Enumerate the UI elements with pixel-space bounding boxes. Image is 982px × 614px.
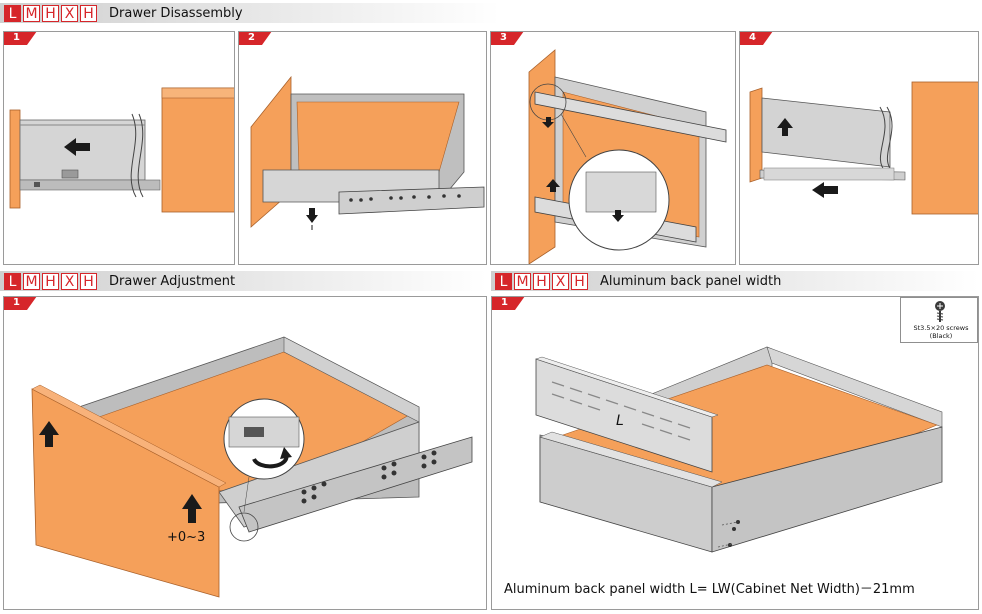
- logo-letter: L: [4, 272, 21, 290]
- step-4-illustration: [749, 81, 978, 215]
- step-2-illustration: [250, 75, 485, 230]
- step-badge: 1: [4, 32, 37, 45]
- back-panel-formula: Aluminum back panel width L= LW(Cabinet …: [504, 582, 915, 597]
- logo-letter: X: [61, 4, 78, 22]
- section-header-disassembly: L M H X H Drawer Disassembly: [0, 3, 500, 23]
- logo-letter: M: [23, 272, 40, 290]
- step-badge: 1: [492, 297, 525, 310]
- adjustment-illustration: +0~3: [31, 336, 473, 598]
- logo-letter: X: [552, 272, 569, 290]
- screw-spec-label: St3.5×20 screws: [913, 324, 969, 332]
- logo-letter: M: [514, 272, 531, 290]
- arrow-up-icon: [777, 118, 793, 136]
- back-panel-illustration: L: [535, 346, 943, 553]
- brand-logo: L M H X H: [495, 272, 590, 290]
- section-header-back-panel: L M H X H Aluminum back panel width: [491, 271, 979, 291]
- logo-letter: H: [80, 4, 97, 22]
- brand-logo: L M H X H: [4, 272, 99, 290]
- header-gradient-bar: [0, 271, 487, 291]
- step-badge: 2: [239, 32, 272, 45]
- screw-color-label: (Black): [929, 332, 953, 340]
- logo-letter: M: [23, 4, 40, 22]
- logo-letter: H: [42, 4, 59, 22]
- arrow-up-icon: [546, 179, 560, 192]
- rotate-icon: [252, 447, 292, 469]
- step-badge: 4: [740, 32, 773, 45]
- arrow-down-icon: [306, 208, 318, 223]
- logo-letter: X: [61, 272, 78, 290]
- arrow-left-icon: [64, 138, 90, 156]
- arrow-up-icon: [39, 421, 202, 523]
- section-title: Drawer Adjustment: [109, 273, 236, 289]
- logo-letter: L: [4, 4, 21, 22]
- arrow-left-icon: [812, 182, 838, 198]
- screw-icon: [935, 301, 945, 322]
- logo-letter: H: [42, 272, 59, 290]
- header-gradient-bar: [0, 3, 500, 23]
- step-3-illustration: [528, 49, 727, 264]
- back-panel-step-1-panel: 1 St3.5×20 screws (Black): [491, 296, 979, 610]
- step-1-illustration: [9, 87, 234, 213]
- step-badge: 1: [4, 297, 37, 310]
- panel-length-label: L: [616, 413, 624, 429]
- step-badge: 3: [491, 32, 524, 45]
- logo-letter: L: [495, 272, 512, 290]
- arrow-down-icon: [542, 117, 624, 222]
- adjustment-range-label: +0~3: [167, 530, 205, 545]
- logo-letter: H: [571, 272, 588, 290]
- header-gradient-bar: [491, 271, 979, 291]
- disassembly-step-2-panel: 2: [238, 31, 487, 265]
- logo-letter: H: [80, 272, 97, 290]
- brand-logo: L M H X H: [4, 4, 99, 22]
- disassembly-step-4-panel: 4: [739, 31, 979, 265]
- disassembly-step-3-panel: 3: [490, 31, 736, 265]
- section-header-adjustment: L M H X H Drawer Adjustment: [0, 271, 487, 291]
- section-title: Aluminum back panel width: [600, 273, 782, 289]
- logo-letter: H: [533, 272, 550, 290]
- section-title: Drawer Disassembly: [109, 5, 243, 21]
- adjustment-step-1-panel: 1 +0~3: [3, 296, 487, 610]
- disassembly-step-1-panel: 1: [3, 31, 235, 265]
- screw-spec-box: St3.5×20 screws (Black): [900, 297, 978, 343]
